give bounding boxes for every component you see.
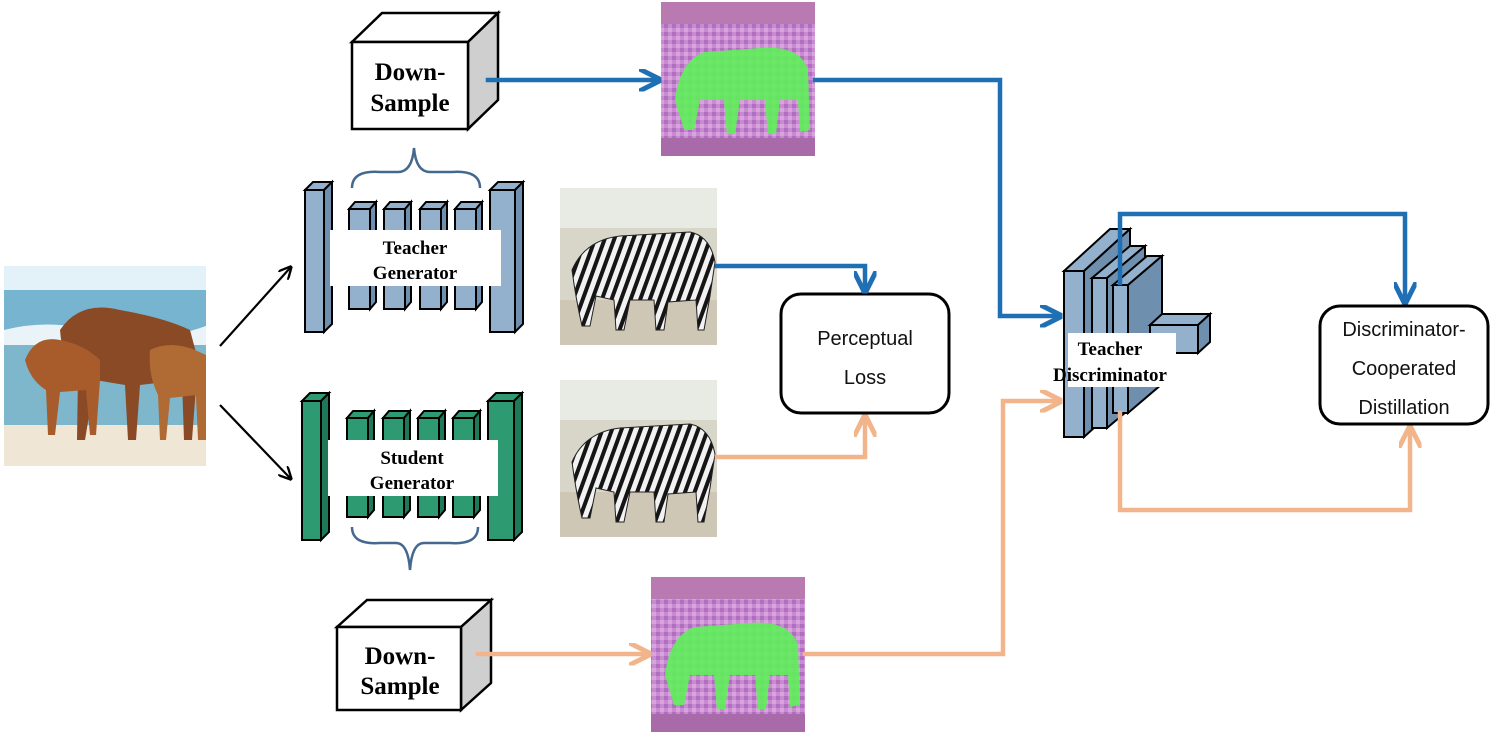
teacher-discriminator-block: Teacher Discriminator xyxy=(1053,226,1213,440)
teacher-zebra-image xyxy=(560,188,717,345)
teacher-discriminator-line1: Teacher xyxy=(1078,339,1143,360)
dcd-box: Discriminator- Cooperated Distillation xyxy=(1318,304,1490,426)
student-zebra-image xyxy=(560,380,717,537)
teacher-generator-line1: Teacher xyxy=(383,238,448,259)
teacher-zebra-to-loss-arrow xyxy=(714,263,865,289)
student-flow-arrows xyxy=(475,401,1410,657)
downsample-bottom-line2: Sample xyxy=(360,673,439,700)
input-to-teacher-arrow xyxy=(219,268,290,347)
downsample-top-line1: Down- xyxy=(375,59,446,86)
teacher-generator-block: Teacher Generator xyxy=(302,179,526,335)
downsample-top-block: Down- Sample xyxy=(348,10,502,132)
dcd-line3: Distillation xyxy=(1358,397,1449,419)
teacher-brace xyxy=(350,147,482,189)
dcd-line2: Cooperated xyxy=(1352,358,1457,380)
perceptual-loss-line2: Loss xyxy=(844,367,886,389)
dcd-line1: Discriminator- xyxy=(1342,319,1465,341)
teacher-flow-arrows xyxy=(485,77,1405,316)
student-feature-to-discriminator-arrow xyxy=(802,401,1058,657)
student-feature-map-image xyxy=(651,577,805,732)
teacher-discriminator-line2: Discriminator xyxy=(1053,365,1168,386)
student-zebra-to-loss-arrow xyxy=(714,419,865,460)
teacher-feature-map-image xyxy=(661,2,815,156)
discriminator-student-to-dcd-arrow xyxy=(1117,410,1410,513)
discriminator-teacher-to-dcd-arrow xyxy=(1117,211,1405,300)
input-horse-image xyxy=(4,266,206,466)
downsample-top-line2: Sample xyxy=(370,90,449,117)
perceptual-loss-box: Perceptual Loss xyxy=(779,292,951,415)
teacher-feature-to-discriminator-arrow xyxy=(812,77,1058,316)
perceptual-loss-line1: Perceptual xyxy=(817,328,913,350)
student-generator-line2: Generator xyxy=(370,473,455,494)
downsample-bottom-block: Down- Sample xyxy=(333,597,495,713)
input-to-student-arrow xyxy=(219,404,290,478)
student-brace xyxy=(350,526,480,571)
downsample-bottom-line1: Down- xyxy=(365,643,436,670)
teacher-generator-line2: Generator xyxy=(373,263,458,284)
student-generator-block: Student Generator xyxy=(299,390,525,543)
student-generator-line1: Student xyxy=(380,448,444,469)
